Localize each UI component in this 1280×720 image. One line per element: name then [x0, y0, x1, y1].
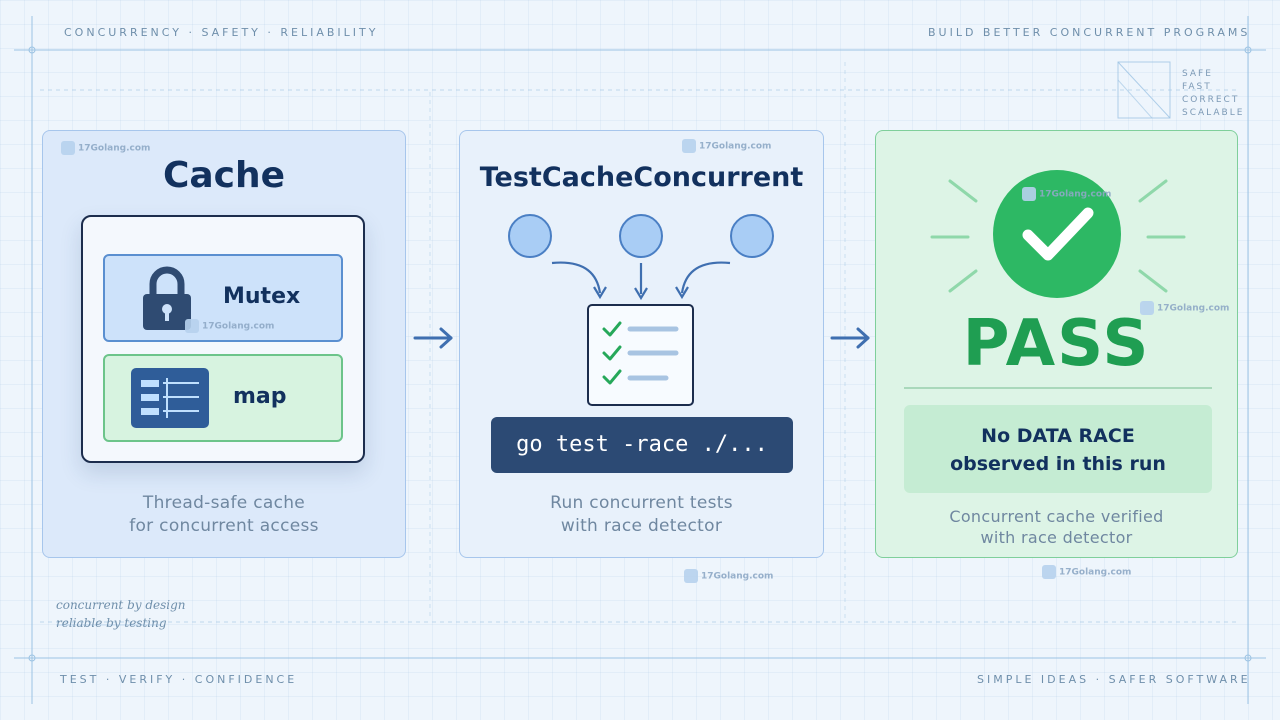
side-tag: SAFE: [1182, 69, 1213, 79]
watermark-logo-icon: [682, 139, 696, 153]
footer-tagline-left: TEST · VERIFY · CONFIDENCE: [60, 673, 298, 686]
no-race-line1: No DATA RACE: [981, 425, 1135, 447]
watermark-logo-icon: [61, 141, 75, 155]
watermark: 17Golang.com: [1042, 565, 1131, 579]
goroutine-node: [619, 214, 663, 258]
result-panel: PASS No DATA RACE observed in this run C…: [875, 130, 1238, 579]
watermark-text: 17Golang.com: [701, 571, 774, 582]
no-race-line2: observed in this run: [950, 453, 1166, 475]
no-race-message: No DATA RACE observed in this run: [904, 405, 1212, 493]
cache-caption-line1: Thread-safe cache: [142, 493, 306, 513]
cache-title: Cache: [162, 155, 286, 196]
header-tagline-right: BUILD BETTER CONCURRENT PROGRAMS: [928, 26, 1251, 39]
test-panel: TestCacheConcurrent go test -race ./... …: [459, 130, 824, 583]
cache-caption-line2: for concurrent access: [129, 516, 319, 536]
side-tag: FAST: [1182, 82, 1212, 92]
watermark-text: 17Golang.com: [1157, 303, 1230, 314]
watermark: 17Golang.com: [682, 139, 771, 153]
flow-arrow: [551, 261, 602, 294]
arrow-right-icon: [830, 327, 870, 349]
header-tagline-left: CONCURRENCY · SAFETY · RELIABILITY: [64, 26, 379, 39]
result-caption-line2: with race detector: [980, 528, 1133, 547]
mutex-label: Mutex: [223, 284, 301, 309]
watermark-text: 17Golang.com: [1059, 567, 1132, 578]
goroutine-node: [730, 214, 774, 258]
cache-panel: Cache Mutex map Thr: [42, 130, 406, 558]
result-caption: Concurrent cache verified with race dete…: [876, 506, 1237, 548]
map-label: map: [233, 384, 287, 409]
success-check-icon: [930, 170, 1186, 298]
watermark-text: 17Golang.com: [78, 143, 151, 154]
result-caption-line1: Concurrent cache verified: [949, 507, 1164, 526]
watermark-text: 17Golang.com: [1039, 189, 1112, 200]
race-test-command: go test -race ./...: [491, 417, 793, 473]
watermark-logo-icon: [1022, 187, 1036, 201]
watermark-logo-icon: [684, 569, 698, 583]
test-caption-line2: with race detector: [560, 516, 723, 536]
watermark-logo-icon: [185, 319, 199, 333]
goroutines-diagram: [508, 214, 774, 406]
footer-tagline-right: SIMPLE IDEAS · SAFER SOFTWARE: [977, 673, 1251, 686]
flow-arrow: [680, 261, 731, 294]
mutex-row: Mutex: [103, 254, 343, 342]
checklist-icon: [587, 304, 694, 406]
watermark-logo-icon: [1042, 565, 1056, 579]
footer-note-line2: reliable by testing: [56, 616, 167, 630]
divider: [904, 387, 1212, 389]
footer-note-line1: concurrent by design: [56, 598, 186, 612]
map-table-icon: [131, 368, 209, 428]
watermark: 17Golang.com: [684, 569, 773, 583]
watermark-text: 17Golang.com: [202, 321, 275, 332]
watermark-logo-icon: [1140, 301, 1154, 315]
side-tag: SCALABLE: [1182, 108, 1245, 118]
pass-status: PASS: [962, 307, 1151, 381]
cache-caption: Thread-safe cache for concurrent access: [43, 492, 405, 538]
watermark: 17Golang.com: [1022, 187, 1111, 201]
test-title: TestCacheConcurrent: [479, 162, 804, 193]
test-caption: Run concurrent tests with race detector: [460, 492, 823, 538]
lock-icon: [143, 266, 191, 330]
map-row: map: [103, 354, 343, 442]
watermark: 17Golang.com: [185, 319, 274, 333]
side-tags: SAFE FAST CORRECT SCALABLE: [1182, 68, 1244, 120]
watermark: 17Golang.com: [1140, 301, 1229, 315]
arrow-right-icon: [413, 327, 453, 349]
cache-box: Mutex map: [81, 215, 365, 463]
side-tag: CORRECT: [1182, 95, 1240, 105]
watermark: 17Golang.com: [61, 141, 150, 155]
watermark-text: 17Golang.com: [699, 141, 772, 152]
goroutine-node: [508, 214, 552, 258]
test-caption-line1: Run concurrent tests: [550, 493, 733, 513]
